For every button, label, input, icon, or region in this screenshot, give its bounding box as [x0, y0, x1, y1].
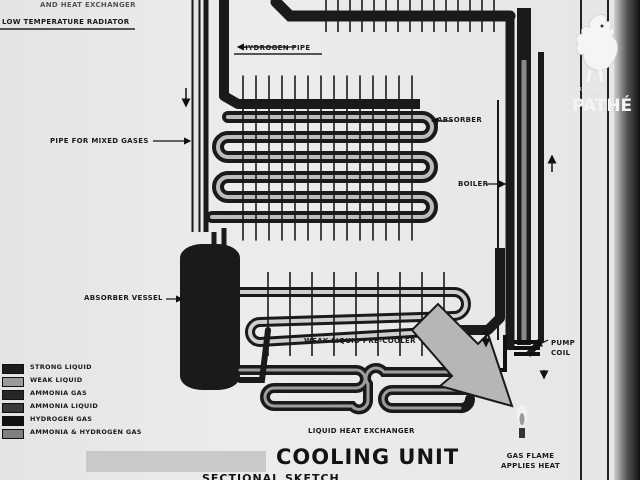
legend-swatch — [2, 403, 24, 413]
legend-label: HYDROGEN GAS — [30, 415, 93, 423]
legend: STRONG LIQUID WEAK LIQUID AMMONIA GAS AM… — [2, 362, 142, 440]
legend-label: AMMONIA LIQUID — [30, 402, 99, 410]
legend-swatch — [2, 364, 24, 374]
legend-label: WEAK LIQUID — [30, 376, 83, 384]
weak-liquid-precooler — [240, 248, 505, 356]
legend-item: WEAK LIQUID — [2, 375, 142, 388]
title-bar — [86, 451, 266, 472]
label-absorber: ABSORBER — [437, 116, 483, 124]
legend-swatch — [2, 416, 24, 426]
hydrogen-pipe — [219, 0, 420, 109]
liquid-heat-exchanger — [235, 327, 490, 415]
direction-arrows — [181, 88, 557, 380]
legend-swatch — [2, 429, 24, 439]
label-pump-coil: PUMP COIL — [551, 339, 576, 357]
low-temperature-radiator — [270, 0, 516, 32]
mixed-gases-pipe — [191, 0, 209, 232]
label-weak-liquid-precooler: WEAK LIQUID PRE-COOLER — [304, 337, 416, 345]
logo-big-text: PATHÉ — [572, 96, 633, 116]
label-gas-flame: GAS FLAME APPLIES HEAT — [501, 452, 560, 470]
rooster-icon — [575, 14, 618, 83]
legend-item: HYDROGEN GAS — [2, 414, 142, 427]
legend-swatch — [2, 377, 24, 387]
label-liquid-heat-exchanger: LIQUID HEAT EXCHANGER — [308, 427, 415, 435]
british-pathe-logo: BRITISH PATHÉ — [566, 10, 632, 120]
label-hydrogen-pipe: HYDROGEN PIPE — [242, 44, 311, 52]
label-heat-exchanger-partial: AND HEAT EXCHANGER — [40, 1, 136, 9]
label-pipe-mixed-gases: PIPE FOR MIXED GASES — [50, 137, 149, 145]
gas-flame-icon — [517, 405, 527, 438]
absorber-vessel — [180, 228, 240, 390]
legend-item: AMMONIA & HYDROGEN GAS — [2, 427, 142, 440]
legend-item: AMMONIA LIQUID — [2, 401, 142, 414]
legend-item: AMMONIA GAS — [2, 388, 142, 401]
legend-swatch — [2, 390, 24, 400]
film-edge — [614, 0, 640, 480]
absorber-coil — [206, 75, 438, 241]
legend-label: STRONG LIQUID — [30, 363, 92, 371]
logo-small-text: BRITISH — [574, 87, 601, 93]
legend-label: AMMONIA & HYDROGEN GAS — [30, 428, 142, 436]
diagram-title: COOLING UNIT — [276, 445, 460, 469]
label-boiler: BOILER — [458, 180, 489, 188]
legend-label: AMMONIA GAS — [30, 389, 87, 397]
frame-lines — [580, 0, 609, 480]
diagram-subtitle: SECTIONAL SKETCH — [202, 472, 340, 480]
leader-lines — [153, 43, 549, 347]
label-underlines — [0, 28, 322, 55]
boiler — [497, 8, 544, 357]
label-low-temperature-radiator: LOW TEMPERATURE RADIATOR — [2, 18, 130, 26]
legend-item: STRONG LIQUID — [2, 362, 142, 375]
flow-arrow — [410, 302, 514, 408]
label-absorber-vessel: ABSORBER VESSEL — [84, 294, 163, 302]
